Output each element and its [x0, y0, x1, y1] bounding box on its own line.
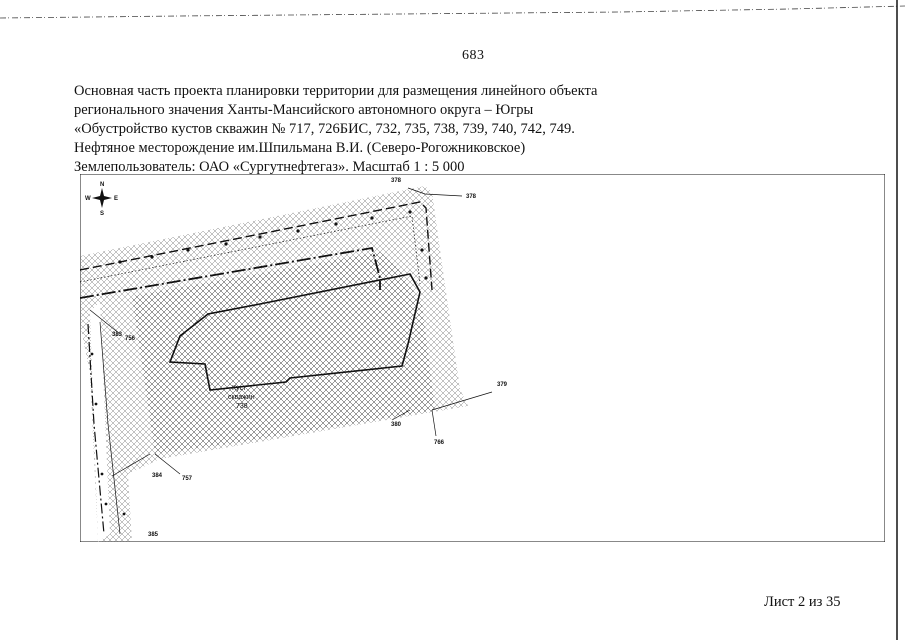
scan-top-edge	[0, 5, 905, 19]
well-pad-outline	[168, 273, 421, 391]
scan-right-edge	[896, 0, 898, 640]
header-line-2: регионального значения Ханты-Мансийского…	[74, 102, 534, 118]
point-label-756: 756	[125, 336, 136, 342]
point-label-379: 379	[497, 382, 508, 388]
well-pad-area	[132, 252, 435, 454]
object-label: Куст скважин 738	[228, 385, 255, 410]
page-number: 683	[462, 48, 485, 63]
header-line-5: Землепользователь: ОАО «Сургутнефтегаз».…	[74, 159, 465, 175]
boundary-line-bold	[80, 246, 381, 299]
point-label-383: 383	[112, 332, 123, 338]
point-label-385: 385	[148, 532, 159, 538]
boundary-line-dotted	[80, 215, 421, 285]
compass-e: E	[114, 196, 118, 202]
sheet-label: Лист 2 из 35	[764, 594, 841, 610]
boundary-dots	[90, 210, 428, 516]
boundary-line-top	[80, 201, 433, 291]
document-header: Основная часть проекта планировки террит…	[74, 82, 674, 177]
point-label-384: 384	[152, 473, 163, 479]
point-label-378b: 378	[466, 194, 477, 200]
object-label-line-2: скважин	[228, 394, 255, 401]
compass-w: W	[85, 196, 91, 202]
point-label-766: 766	[434, 440, 445, 446]
compass-n: N	[100, 182, 104, 188]
header-line-3: «Обустройство кустов скважин № 717, 726Б…	[74, 121, 575, 137]
inner-strip	[90, 302, 110, 542]
leader-lines	[89, 187, 493, 477]
compass-rose: N S E W	[85, 182, 118, 217]
site-plan-map: N S E W 378 378 383 756 379 380 766 384 …	[80, 174, 885, 542]
object-label-line-3: 738	[236, 403, 248, 410]
road-line-left-2	[99, 321, 121, 535]
point-label-757: 757	[182, 476, 193, 482]
object-label-line-1: Куст	[232, 385, 247, 392]
header-line-4: Нефтяное месторождение им.Шпильмана В.И.…	[74, 140, 526, 156]
point-label-380: 380	[391, 422, 402, 428]
compass-s: S	[100, 211, 104, 217]
point-label-378a: 378	[391, 178, 402, 184]
header-line-1: Основная часть проекта планировки террит…	[74, 83, 598, 99]
